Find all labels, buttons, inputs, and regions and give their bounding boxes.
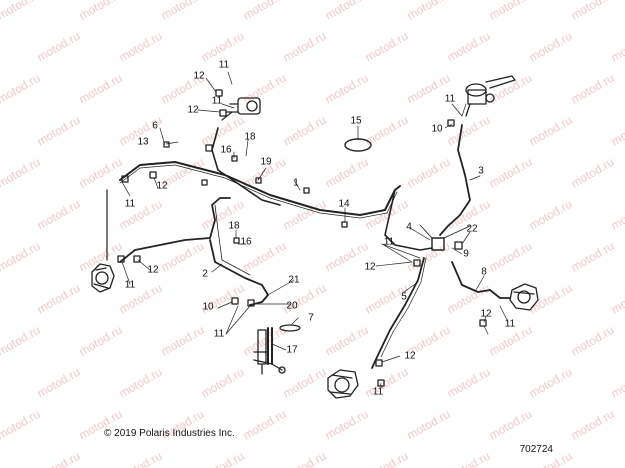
callout-label: 7 — [308, 312, 314, 324]
callout-label: 1 — [293, 177, 299, 189]
brake-line-8 — [451, 261, 511, 299]
callout-label: 20 — [286, 300, 298, 312]
callout-label: 11 — [124, 198, 136, 210]
fittings — [117, 89, 487, 387]
callout-label: 12 — [156, 180, 168, 192]
callout-label: 11 — [124, 279, 136, 291]
callout-label: 11 — [444, 93, 456, 105]
callout-label: 22 — [466, 223, 478, 235]
tie-7 — [279, 324, 301, 332]
callout-label: 6 — [152, 120, 158, 132]
callout-label: 9 — [463, 248, 469, 260]
callout-label: 8 — [481, 266, 487, 278]
brake-line-2-lower — [209, 239, 269, 306]
callout-label: 2 — [202, 268, 208, 280]
hose-loop-15 — [344, 138, 372, 152]
callout-label: 11 — [372, 386, 384, 398]
callout-label: 5 — [401, 291, 407, 303]
callout-label: 21 — [288, 274, 300, 286]
callout-label: 12 — [480, 308, 492, 320]
callout-label: 4 — [406, 221, 412, 233]
brake-line-5 — [371, 257, 425, 369]
callout-label: 11 — [383, 236, 395, 248]
callout-label: 12 — [193, 70, 205, 82]
callout-label: 17 — [286, 344, 298, 356]
brake-line-1 — [119, 161, 401, 216]
callout-label: 10 — [431, 123, 443, 135]
diagram-id: 702724 — [519, 444, 553, 455]
master-cylinder — [465, 75, 516, 117]
brake-line-1-inner — [119, 164, 398, 219]
callout-label: 16 — [220, 144, 232, 156]
brake-line-1-branch — [384, 189, 433, 251]
callout-label: 18 — [244, 131, 256, 143]
brake-line-2 — [119, 197, 231, 263]
leader-lines — [121, 71, 509, 389]
callout-label: 10 — [202, 301, 214, 313]
callout-label: 16 — [240, 236, 252, 248]
distribution-block — [431, 237, 445, 251]
callout-label: 14 — [338, 198, 350, 210]
callout-label: 13 — [137, 136, 149, 148]
spring-17 — [267, 327, 273, 365]
brake-line-upper — [211, 127, 281, 206]
callout-label: 3 — [478, 165, 484, 177]
callout-label: 11 — [211, 95, 223, 107]
callout-label: 12 — [187, 104, 199, 116]
right-caliper — [509, 283, 539, 311]
brake-line-3 — [439, 124, 471, 236]
callout-label: 11 — [504, 318, 516, 330]
copyright-text: © 2019 Polaris Industries Inc. — [104, 428, 235, 439]
rear-left-caliper — [327, 369, 359, 399]
upper-valve-assembly — [225, 97, 261, 115]
callout-label: 11 — [213, 328, 225, 340]
callout-label: 12 — [364, 261, 376, 273]
callout-label: 18 — [228, 220, 240, 232]
callout-label: 12 — [147, 264, 159, 276]
callout-label: 11 — [218, 59, 230, 71]
callout-label: 12 — [404, 350, 416, 362]
left-caliper — [91, 263, 115, 293]
switch-assembly — [253, 329, 286, 375]
callout-label: 19 — [260, 156, 272, 168]
callout-label: 15 — [350, 115, 362, 127]
